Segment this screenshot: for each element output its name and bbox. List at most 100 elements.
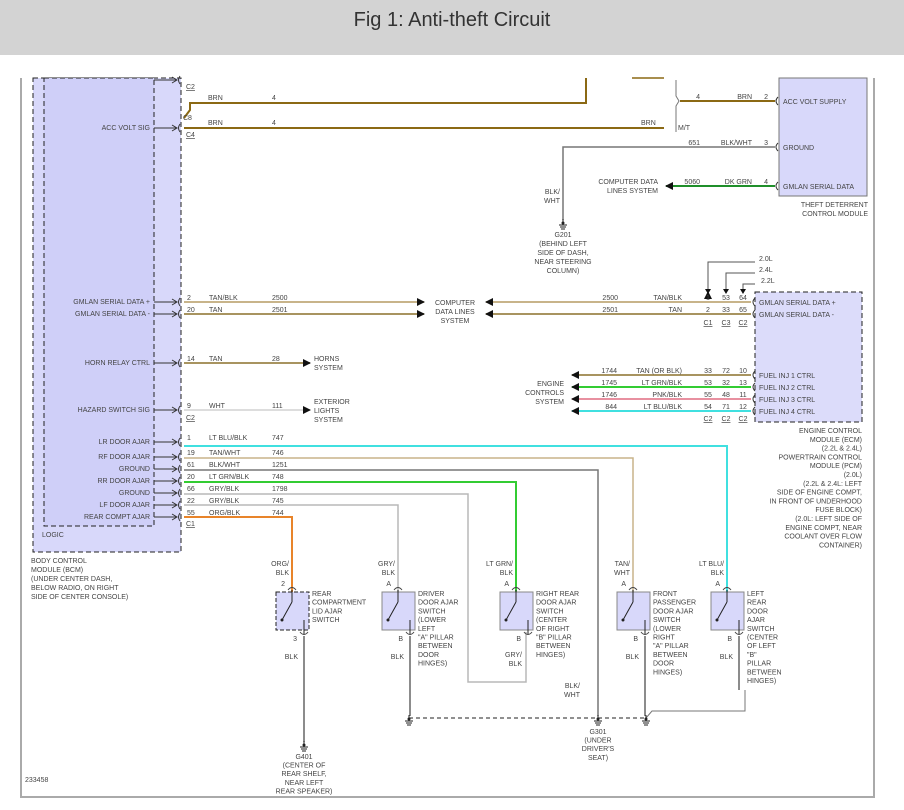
bcm-ground-1798-wire xyxy=(184,493,527,683)
acc-volt-wires: BRN 4 BRN 4 BRN M/T C8 C4 C2 xyxy=(183,77,775,139)
exterior-line: LIGHTS xyxy=(314,408,340,415)
lf-door-wire xyxy=(184,504,399,592)
switch-bottom-terminal-icon xyxy=(405,631,415,635)
g301-line: SEAT) xyxy=(588,755,608,762)
injector-connector: C2 xyxy=(739,416,748,423)
bcm-wire-circuit: 744 xyxy=(272,510,284,517)
horns-line: SYSTEM xyxy=(314,365,343,372)
g301-line: G301 xyxy=(589,729,606,736)
ground-symbol-g201 xyxy=(559,219,567,230)
acc-bottom-color: BRN xyxy=(208,120,223,127)
ecm-gmlan-label: GMLAN SERIAL DATA - xyxy=(759,312,835,319)
ecm-name-line: ENGINE CONTROL xyxy=(799,428,862,435)
bcm-ground-1251-wire xyxy=(184,469,599,716)
engine-controls-line: CONTROLS xyxy=(525,390,564,397)
crank-connector-c2: C2 xyxy=(186,84,195,91)
bcm-pin-connector-icon xyxy=(154,358,181,368)
switch-pin-bottom: 3 xyxy=(293,636,297,643)
injector-pin: 48 xyxy=(722,392,730,399)
ecm-name-line: (2.2L & 2.4L) xyxy=(822,446,862,453)
bcm-pin-connector-icon xyxy=(154,476,181,486)
ground-lines xyxy=(594,715,602,726)
horns-line: HORNS xyxy=(314,356,340,363)
switch-wire-label: LT BLU/ xyxy=(699,561,724,568)
switch-ground-label: BLK xyxy=(285,654,299,661)
tdcm-wire-circuit: 5060 xyxy=(684,179,700,186)
tdcm-pin-number: 4 xyxy=(764,179,768,186)
injector-pin: 13 xyxy=(739,380,747,387)
switch-contact-icon xyxy=(716,590,740,634)
bcm-pin-label: LR DOOR AJAR xyxy=(99,439,150,446)
switch-name-line: COMPARTMENT xyxy=(312,600,367,607)
g401-line: REAR SHELF, xyxy=(281,771,326,778)
switch-contact-icon xyxy=(505,590,529,634)
tdcm-pin-connector-icon xyxy=(775,96,779,106)
switch-bottom-terminal-icon xyxy=(299,631,309,635)
tdcm-wire-circuit: 4 xyxy=(696,94,700,101)
switch-pin-top: 2 xyxy=(281,581,285,588)
bcm-pin-connector-icon xyxy=(154,123,181,133)
switch-ground-label: BLK xyxy=(509,661,523,668)
ecm-pin-connector-icon xyxy=(752,394,756,404)
tdcm-ground-wire xyxy=(562,146,775,220)
injector-pin: 54 xyxy=(704,404,712,411)
bcm-pin-label: GROUND xyxy=(119,490,150,497)
switch-top-terminal-icon xyxy=(722,587,732,591)
switch-pivot xyxy=(621,618,625,622)
g401-line: REAR SPEAKER) xyxy=(276,788,333,795)
switch-pin-bottom: B xyxy=(633,636,638,643)
mt-label: M/T xyxy=(678,125,691,132)
bcm-pin-number: 1 xyxy=(187,435,191,442)
ecm-name-line: CONTAINER) xyxy=(819,542,862,549)
switch-name-line: REAR xyxy=(747,600,766,607)
bcm-pin-number: 20 xyxy=(187,307,195,314)
switch-name-line: LEFT xyxy=(418,626,436,633)
switch-pin-bottom: B xyxy=(516,636,521,643)
ecm-gmlan-pin: 53 xyxy=(722,295,730,302)
engine-control-module: 2.0L 2.4L 2.2L GMLAN SERIAL DATA +TAN/BL… xyxy=(571,256,863,549)
switch-top-terminal-icon xyxy=(511,587,521,591)
injector-pin: 11 xyxy=(739,392,746,399)
acc-connector-c8: C8 xyxy=(183,115,192,122)
engine-arrow-icon xyxy=(723,289,729,294)
injector-circuit: 1744 xyxy=(601,368,617,375)
switch-name-line: HINGES) xyxy=(536,652,565,659)
switch-bottom-terminal-icon xyxy=(734,631,744,635)
switch-ground-label: BLK xyxy=(720,654,734,661)
bcm-wire-circuit: 1798 xyxy=(272,486,288,493)
injector-pin: 10 xyxy=(739,368,747,375)
ecm-gmlan-connector: C2 xyxy=(739,320,748,327)
switch-contact-icon xyxy=(281,590,305,634)
switch-name-line: BETWEEN xyxy=(653,652,688,659)
g201-line: NEAR STEERING xyxy=(534,259,591,266)
switch-name-line: (LOWER xyxy=(653,626,681,633)
ecm-gmlan-circuit: 2500 xyxy=(602,295,618,302)
bcm-pin-number: 55 xyxy=(187,510,195,517)
injector-pin: 53 xyxy=(704,380,712,387)
ecm-gmlan-circuit: 2501 xyxy=(602,307,618,314)
switch-wire-label: WHT xyxy=(614,570,631,577)
ecm-pin-connector-icon xyxy=(752,382,756,392)
bcm-wire-circuit: 745 xyxy=(272,498,284,505)
ecm-name-line: (2.0L: LEFT SIDE OF xyxy=(795,516,862,523)
switch-wire-label: TAN/ xyxy=(615,561,630,568)
switch-pivot xyxy=(504,618,508,622)
switch-name-line: BETWEEN xyxy=(747,669,782,676)
figure-id: 233458 xyxy=(25,777,48,784)
tdcm-pin-connector-icon xyxy=(775,142,779,152)
injector-circuit: 1745 xyxy=(601,380,617,387)
switch-name-line: (CENTER xyxy=(536,617,567,624)
switch-name-line: OF RIGHT xyxy=(536,626,570,633)
ecm-name-line: MODULE (ECM) xyxy=(810,437,862,444)
switch-wire-label: GRY/ xyxy=(378,561,395,568)
switch-ground-label: BLK xyxy=(626,654,640,661)
bcm-name-line: SIDE OF CENTER CONSOLE) xyxy=(31,594,128,601)
ecm-pin-connector-icon xyxy=(752,370,756,380)
switch-bottom-terminal-icon xyxy=(523,631,533,635)
bcm-pin-label: GMLAN SERIAL DATA - xyxy=(75,311,151,318)
switch-pin-top: A xyxy=(715,581,720,588)
acc-connector-c4: C4 xyxy=(186,132,195,139)
switch-name-line: "B" xyxy=(747,652,757,659)
